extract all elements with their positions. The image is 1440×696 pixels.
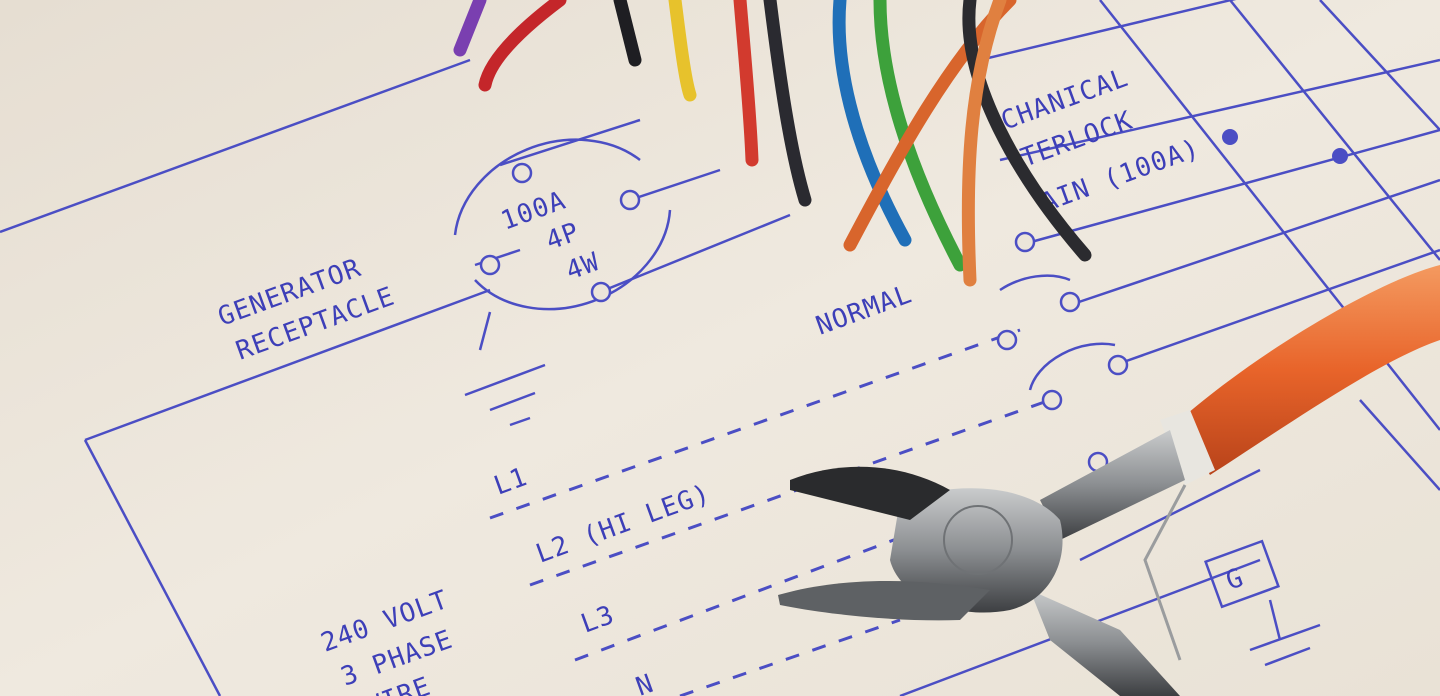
terminal-dots	[479, 162, 1129, 473]
wire	[613, 0, 642, 67]
wire	[962, 0, 1092, 262]
pliers	[778, 265, 1440, 696]
wire	[453, 0, 487, 57]
wire	[478, 0, 567, 92]
wire	[763, 0, 812, 207]
plier-handle-orange	[1180, 265, 1440, 475]
wire	[873, 0, 967, 272]
plier-pivot	[890, 488, 1063, 613]
wire	[668, 0, 697, 102]
wire	[832, 0, 912, 247]
plier-jaw-upper	[790, 466, 950, 520]
wire	[961, 0, 1007, 287]
wire-bundle	[453, 0, 1092, 287]
wire	[733, 0, 759, 167]
plier-jaw-lower	[778, 580, 990, 621]
plier-spring	[1143, 484, 1187, 661]
